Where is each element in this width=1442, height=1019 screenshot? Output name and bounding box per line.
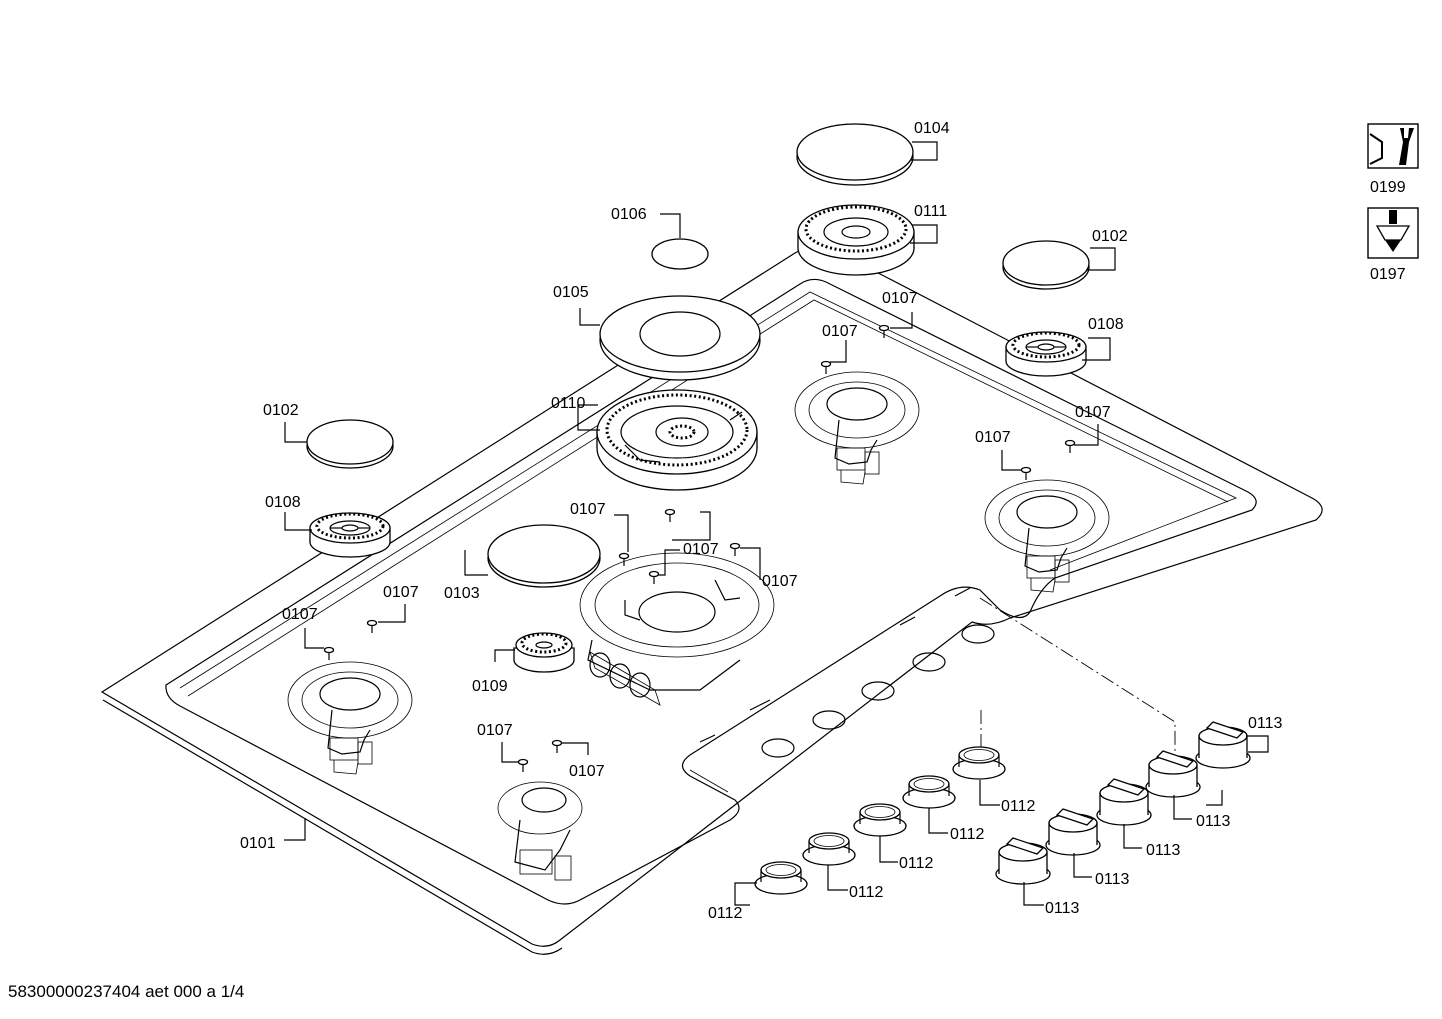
label-0113: 0113 (1095, 871, 1130, 888)
burner-base-bottom (497, 781, 583, 881)
label-0113: 0113 (1196, 813, 1231, 830)
label-0197: 0197 (1370, 266, 1406, 283)
label-0102: 0102 (1092, 228, 1128, 245)
label-0111: 0111 (914, 203, 947, 220)
label-0112: 0112 (899, 855, 934, 872)
burner-crown-0108-right (1004, 330, 1088, 378)
label-0107: 0107 (762, 573, 798, 590)
leader-lines (284, 141, 1269, 906)
burner-cap-0102-left (306, 419, 394, 469)
label-0107: 0107 (822, 323, 858, 340)
burner-base-top (794, 371, 920, 485)
label-0113: 0113 (1146, 842, 1181, 859)
label-0107: 0107 (975, 429, 1011, 446)
label-0112: 0112 (849, 884, 884, 901)
label-0108: 0108 (265, 494, 301, 511)
label-0107: 0107 (1075, 404, 1111, 421)
label-0104: 0104 (914, 120, 950, 137)
label-0107: 0107 (282, 606, 318, 623)
label-0106: 0106 (611, 206, 647, 223)
control-holes (699, 587, 995, 758)
label-0110: 0110 (551, 395, 586, 412)
label-0107: 0107 (683, 541, 719, 558)
burner-crown-0111 (797, 204, 915, 276)
wok-burner-0110 (596, 389, 758, 491)
label-0108: 0108 (1088, 316, 1124, 333)
burner-cap-0104 (796, 123, 914, 186)
hob-plate (100, 246, 1323, 955)
label-0113: 0113 (1248, 715, 1283, 732)
label-0102: 0102 (263, 402, 299, 419)
label-0112: 0112 (708, 905, 743, 922)
label-0109: 0109 (472, 678, 508, 695)
wok-burner-base (579, 552, 775, 706)
burner-base-left (287, 661, 413, 775)
knob-rings-0112 (754, 746, 1006, 895)
label-0107: 0107 (383, 584, 419, 601)
label-0107: 0107 (882, 290, 918, 307)
burner-cap-0103 (487, 524, 601, 588)
part-labels: 0104 0111 0106 0102 0105 0107 0108 0107 … (240, 120, 1283, 922)
label-0113: 0113 (1045, 900, 1080, 917)
label-0112: 0112 (1001, 798, 1036, 815)
label-0112: 0112 (950, 826, 985, 843)
wrench-icon (1367, 123, 1419, 169)
label-0105: 0105 (553, 284, 589, 301)
label-0103: 0103 (444, 585, 480, 602)
burner-cap-0106 (651, 238, 709, 270)
label-0107: 0107 (477, 722, 513, 739)
burner-crown-0108-left (308, 511, 392, 559)
burner-base-right (984, 479, 1110, 593)
burner-cap-0102-right (1002, 240, 1090, 290)
label-0107: 0107 (570, 501, 606, 518)
label-0199: 0199 (1370, 179, 1406, 196)
label-0101: 0101 (240, 835, 276, 852)
label-0107: 0107 (569, 763, 605, 780)
burner-crown-0109 (513, 632, 575, 673)
alignment-line (979, 597, 1176, 752)
flame-spreader-0105 (599, 295, 761, 381)
screwdriver-icon (1367, 207, 1419, 259)
document-code: 58300000237404 aet 000 a 1/4 (8, 982, 245, 1001)
